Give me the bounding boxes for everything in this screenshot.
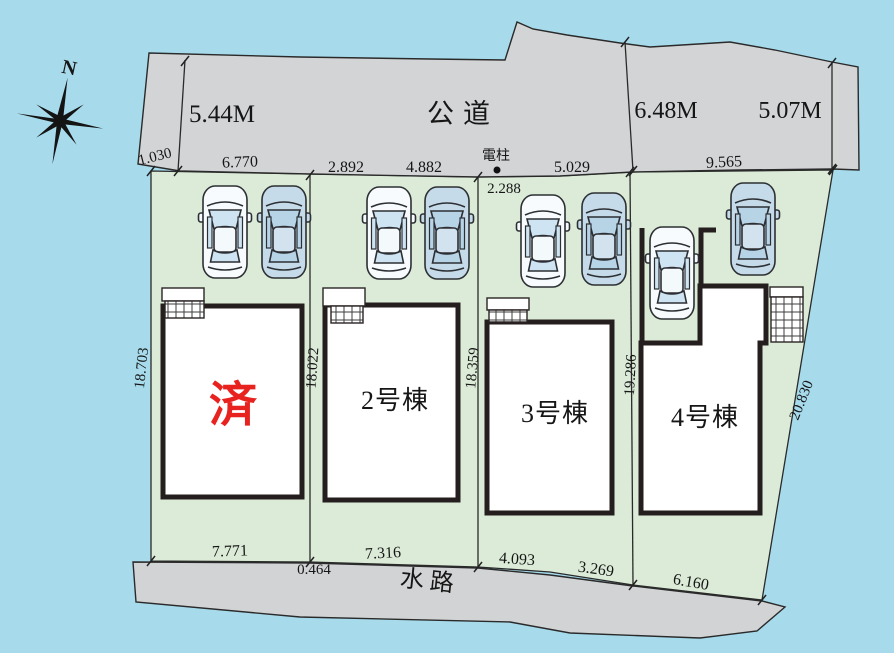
carport-wall-center-lot4 <box>698 227 716 286</box>
road-boundary-line-left <box>177 59 186 172</box>
car-icon <box>419 186 475 280</box>
dim-bottom-4093: 4.093 <box>498 550 535 569</box>
road-area <box>137 21 860 178</box>
dim-bottom-0464: 0.464 <box>297 562 331 578</box>
dim-side-19286: 19.286 <box>622 354 640 397</box>
road-width-left-label: 5.44M <box>189 101 255 128</box>
car-icon <box>725 182 781 276</box>
dim-bottom-7771: 7.771 <box>212 542 249 560</box>
building-lot2 <box>322 302 461 503</box>
balcony-lot3 <box>486 297 530 323</box>
road-boundary-line-mid <box>624 41 634 172</box>
car-icon <box>256 185 312 279</box>
utility-pole-label: 電柱 <box>482 148 510 164</box>
waterway-area <box>132 561 787 639</box>
road-width-right-label: 5.07M <box>758 98 821 124</box>
dim-top-2892: 2.892 <box>328 159 364 176</box>
dim-top-2288: 2.288 <box>487 181 521 197</box>
lot4-label: 4号棟 <box>671 403 739 432</box>
building-lot3 <box>484 319 615 516</box>
balcony-lot2 <box>322 287 366 324</box>
dim-side-18359: 18.359 <box>463 347 483 389</box>
utility-pole-dot <box>493 166 501 174</box>
compass-north-label: N <box>60 56 79 81</box>
dim-top-5029: 5.029 <box>554 159 590 176</box>
dim-bottom-6160: 6.160 <box>672 571 710 594</box>
building-lot1 <box>160 303 305 500</box>
dim-side-18022: 18.022 <box>304 347 323 389</box>
road-name-label: 公道 <box>427 99 499 129</box>
dim-bottom-7316: 7.316 <box>365 544 402 563</box>
dim-top-1030: 1.030 <box>137 145 174 169</box>
lot3-label: 3号棟 <box>521 399 589 428</box>
road-width-mid-label: 6.48M <box>634 98 697 124</box>
car-icon <box>644 226 700 320</box>
car-icon <box>515 194 571 288</box>
lot1-sold-label: 済 <box>209 379 258 432</box>
car-icon <box>361 186 417 280</box>
dim-top-9565: 9.565 <box>706 153 743 172</box>
measurement-ticks <box>146 36 838 606</box>
lot-divider-3-4 <box>629 171 634 586</box>
building-lot4 <box>638 283 769 516</box>
balcony-lot4 <box>769 286 804 343</box>
car-icon <box>197 185 253 279</box>
compass-icon: N <box>16 56 104 165</box>
dim-side-18703: 18.703 <box>132 347 152 390</box>
waterway-label: 水路 <box>399 565 461 598</box>
car-icon <box>576 192 632 286</box>
dim-top-6770: 6.770 <box>222 153 259 171</box>
balcony-lot1 <box>161 287 205 319</box>
dim-bottom-3269: 3.269 <box>577 559 615 581</box>
lot2-label: 2号棟 <box>361 386 429 415</box>
dim-top-4882: 4.882 <box>406 159 442 176</box>
